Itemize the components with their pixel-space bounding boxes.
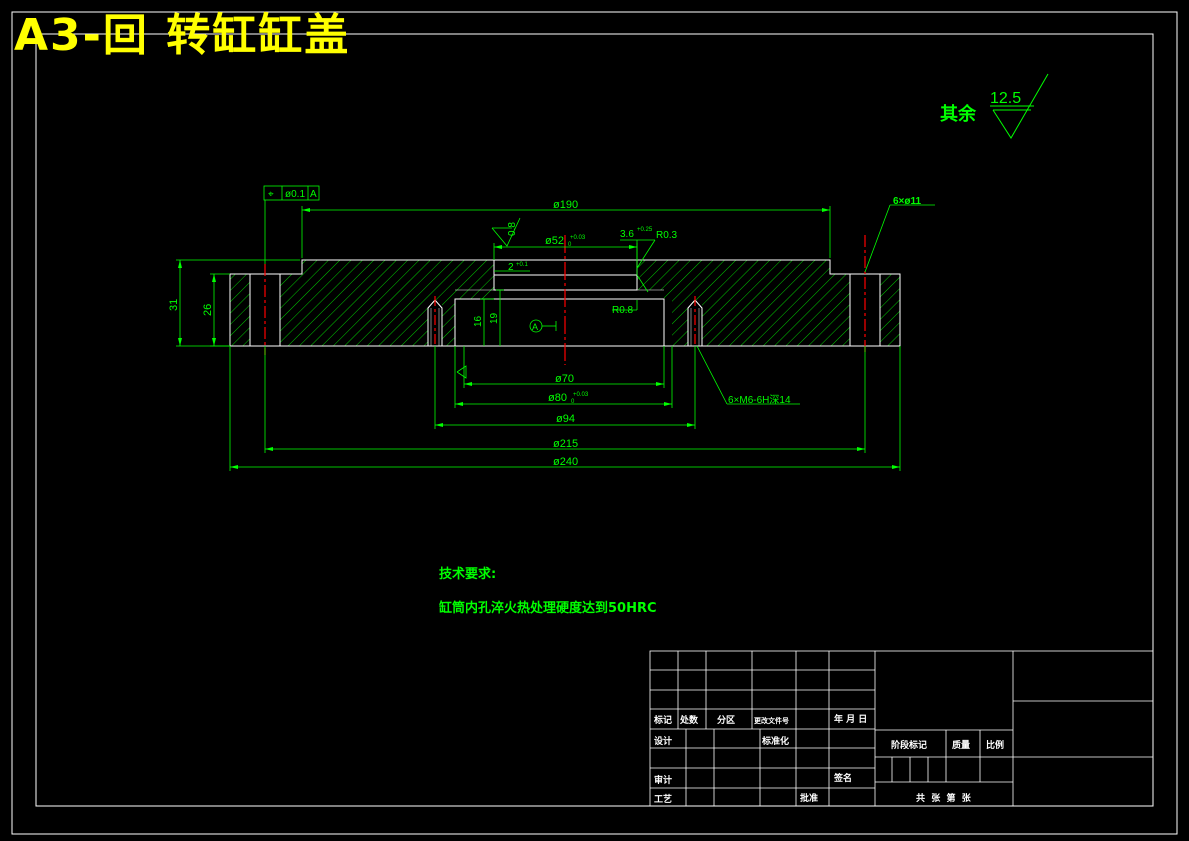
dim-d2-tol: +0.1: [516, 262, 529, 268]
arrowheads: [178, 208, 900, 469]
tb-approve: 批准: [800, 792, 818, 804]
rough-small-value: 0.8: [507, 222, 518, 236]
tb-scale: 比例: [986, 739, 1004, 751]
tolerance-datum: A: [310, 189, 317, 200]
tb-weight: 质量: [952, 739, 970, 751]
dimension-labels: ⌖ ø0.1 A ø190 0.8 ø52 +0.03 0 3.6 +0.25 …: [168, 189, 922, 468]
dim-d80-tol: +0.03: [573, 392, 589, 398]
tb-design: 设计: [654, 735, 672, 747]
tb-count: 处数: [679, 714, 699, 726]
dim-d70: ø70: [555, 373, 574, 385]
dim-d52-tol0: 0: [568, 242, 572, 248]
dim-d52: ø52: [545, 235, 564, 247]
tb-review: 审计: [654, 774, 672, 786]
tolerance-value: ø0.1: [285, 189, 305, 200]
title-block-labels: 标记 处数 分区 更改文件号 年 月 日 设计 标准化 阶段标记 质量 比例 审…: [653, 713, 1004, 805]
tb-standard: 标准化: [761, 735, 789, 747]
dim-d80: ø80: [548, 392, 567, 404]
tb-stage: 阶段标记: [891, 739, 927, 751]
dim-d94: ø94: [556, 413, 575, 425]
tb-date: 年 月 日: [834, 713, 867, 725]
outer-border: [11, 11, 1178, 835]
dim-d190: ø190: [553, 199, 578, 211]
tech-heading: 技术要求:: [439, 567, 497, 582]
dimensions: [176, 185, 935, 471]
dim-d36: 3.6: [620, 229, 634, 240]
dim-r03: R0.3: [656, 230, 678, 241]
tb-sheets: 共 张 第 张: [916, 792, 972, 804]
drawing-title: A3-回 转缸缸盖: [14, 10, 351, 61]
tb-doc: 更改文件号: [754, 716, 789, 725]
dim-d240: ø240: [553, 456, 578, 468]
dim-d215: ø215: [553, 438, 578, 450]
roughness-value: 12.5: [990, 90, 1021, 107]
thread-note: 6×M6-6H深14: [728, 394, 791, 406]
hatch-right: [637, 260, 850, 346]
dim-d52-tol: +0.03: [570, 235, 586, 241]
dim-h16: 16: [473, 315, 484, 327]
dim-d2: 2: [508, 262, 514, 273]
dim-h26: 26: [202, 304, 214, 316]
inner-border: [35, 33, 1154, 807]
tb-process: 工艺: [654, 793, 672, 805]
dim-r08: R0.8: [612, 305, 634, 316]
datum-label: A: [532, 322, 538, 332]
part-section: [229, 235, 901, 365]
tech-line1: 缸筒内孔淬火热处理硬度达到50HRC: [439, 601, 657, 616]
dim-h19: 19: [489, 312, 500, 324]
tolerance-symbol: ⌖: [268, 189, 274, 200]
dim-h31: 31: [168, 299, 180, 311]
roughness-label: 其余: [940, 103, 977, 124]
tb-sign: 签名: [833, 772, 852, 784]
tb-mark: 标记: [653, 714, 672, 726]
dim-d36-tol: +0.25: [637, 227, 653, 233]
roughness-symbol: 其余 12.5: [940, 73, 1049, 139]
hole-note: 6×ø11: [893, 196, 922, 207]
tb-zone: 分区: [717, 714, 735, 726]
title-block: [649, 650, 1154, 807]
dim-d80-tol0: 0: [571, 399, 575, 405]
